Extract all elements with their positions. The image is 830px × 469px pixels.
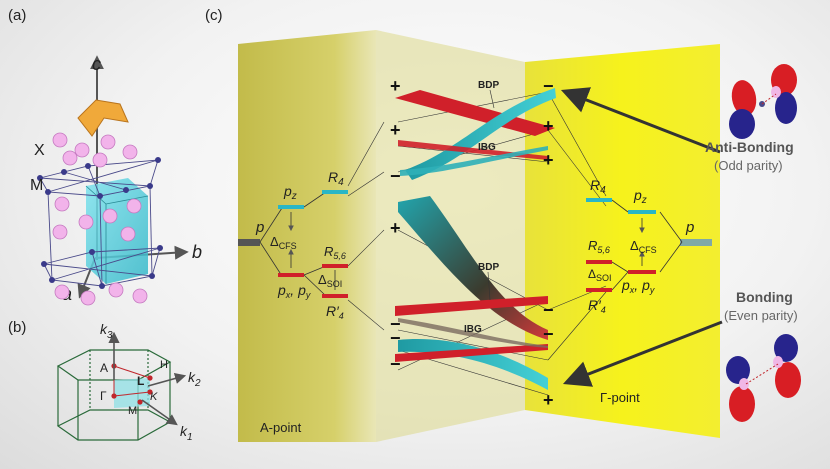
sign-left-2: + [390, 120, 401, 140]
panel-label-b: (b) [8, 319, 26, 336]
g-pxy-label: px, py [621, 277, 655, 295]
bz-m-label: M [128, 405, 137, 417]
a-delta-soi-label: ΔSOI [318, 272, 342, 289]
g-delta-cfs-label: ΔCFS [630, 238, 657, 255]
axis-b-label: b [192, 242, 202, 262]
a-r4-level [322, 190, 348, 194]
bonding-arrow [562, 320, 723, 387]
crystal-structure: c b a [30, 54, 202, 306]
sign-right-1: − [543, 76, 554, 96]
sign-left-3: − [390, 166, 401, 186]
sign-right-3: + [543, 150, 554, 170]
sign-right-4: − [543, 300, 554, 320]
a-pxy-level [278, 273, 304, 277]
g-r56-label: R5,6 [588, 238, 610, 255]
atom-m-label: M [30, 177, 43, 194]
band-cyan-bdp-top [405, 88, 556, 180]
a-r4p-level [322, 294, 348, 298]
g-p-label: p [685, 219, 694, 236]
antibonding-subtitle: (Odd parity) [714, 158, 783, 173]
sign-right-2: + [543, 116, 554, 136]
bands [395, 88, 556, 390]
sign-left-6: − [390, 328, 401, 348]
a-pz-level [278, 205, 304, 209]
g-pxy-level [628, 270, 656, 274]
a-pxy-label: px, py [277, 282, 311, 300]
antibonding-orbital [729, 64, 797, 139]
brillouin-zone: k3 k2 k1 A Γ L H K M [56, 321, 201, 443]
sign-left-4: + [390, 218, 401, 238]
g-r4-level [586, 198, 612, 202]
signs-left: + + − + − − − [390, 76, 401, 374]
signs-right: − + + − − + [543, 76, 554, 410]
g-p-stub [680, 239, 712, 246]
band-ibg-top-cyan [400, 146, 548, 176]
band-label-ibg-top: IBG [478, 142, 496, 153]
a-point-label: A-point [260, 420, 302, 435]
sign-right-6: + [543, 390, 554, 410]
a-p-stub [238, 239, 260, 246]
g-r4p-label: R′4 [588, 297, 606, 315]
band-label-bdp-top: BDP [478, 80, 499, 91]
band-red-bdp-bottom [395, 296, 548, 316]
gamma-point-wall [525, 44, 720, 438]
bz-gamma-label: Γ [100, 389, 107, 403]
atom-x-label: X [34, 142, 45, 159]
a-pz-label: pz [283, 183, 297, 202]
band-red-top [395, 90, 555, 136]
k1-label: k1 [180, 423, 193, 443]
band-dark-bottom [398, 318, 548, 348]
bz-h-label: H [160, 359, 168, 371]
antibonding-arrow [560, 87, 721, 154]
gamma-point-levels: p pz R4 ΔCFS R5,6 ΔSOI px, py R′4 [586, 177, 712, 315]
g-r4p-level [586, 288, 612, 292]
a-delta-cfs-label: ΔCFS [270, 234, 297, 251]
a-r56-label: R5,6 [324, 244, 346, 261]
k3-label: k3 [100, 321, 113, 341]
g-delta-soi-label: ΔSOI [588, 267, 612, 283]
axis-c-label: c [92, 54, 101, 74]
band-cyan-diagonal [398, 196, 548, 340]
a-r4-label: R4 [328, 169, 344, 188]
bonding-orbital [726, 334, 801, 422]
sign-left-1: + [390, 76, 401, 96]
bz-a-label: A [100, 361, 108, 375]
bz-k-label: K [150, 391, 158, 403]
antibonding-title: Anti-Bonding [705, 139, 794, 155]
panel-label-c: (c) [205, 7, 223, 24]
g-r56-level [586, 260, 612, 264]
band-label-ibg-bottom: IBG [464, 324, 482, 335]
bz-l-label: L [137, 374, 144, 388]
bonding-title: Bonding [736, 289, 793, 305]
gamma-point-label: Γ-point [600, 390, 640, 405]
a-point-levels: p pz R4 ΔCFS R5,6 ΔSOI px, py R′4 [238, 169, 348, 321]
a-r4p-label: R′4 [326, 303, 344, 321]
g-r4-label: R4 [590, 177, 606, 196]
a-p-label: p [255, 219, 264, 236]
g-pz-label: pz [633, 187, 647, 206]
panel-label-a: (a) [8, 7, 26, 24]
bonding-subtitle: (Even parity) [724, 308, 798, 323]
sign-right-5: − [543, 324, 554, 344]
a-point-wall [238, 30, 376, 442]
band-label-bdp-bottom: BDP [478, 262, 499, 273]
a-r56-level [322, 264, 348, 268]
band-red-ibg-bottom [395, 344, 548, 362]
k2-label: k2 [188, 369, 201, 389]
g-pz-level [628, 210, 656, 214]
sign-left-5: − [390, 314, 401, 334]
sign-left-7: − [390, 354, 401, 374]
